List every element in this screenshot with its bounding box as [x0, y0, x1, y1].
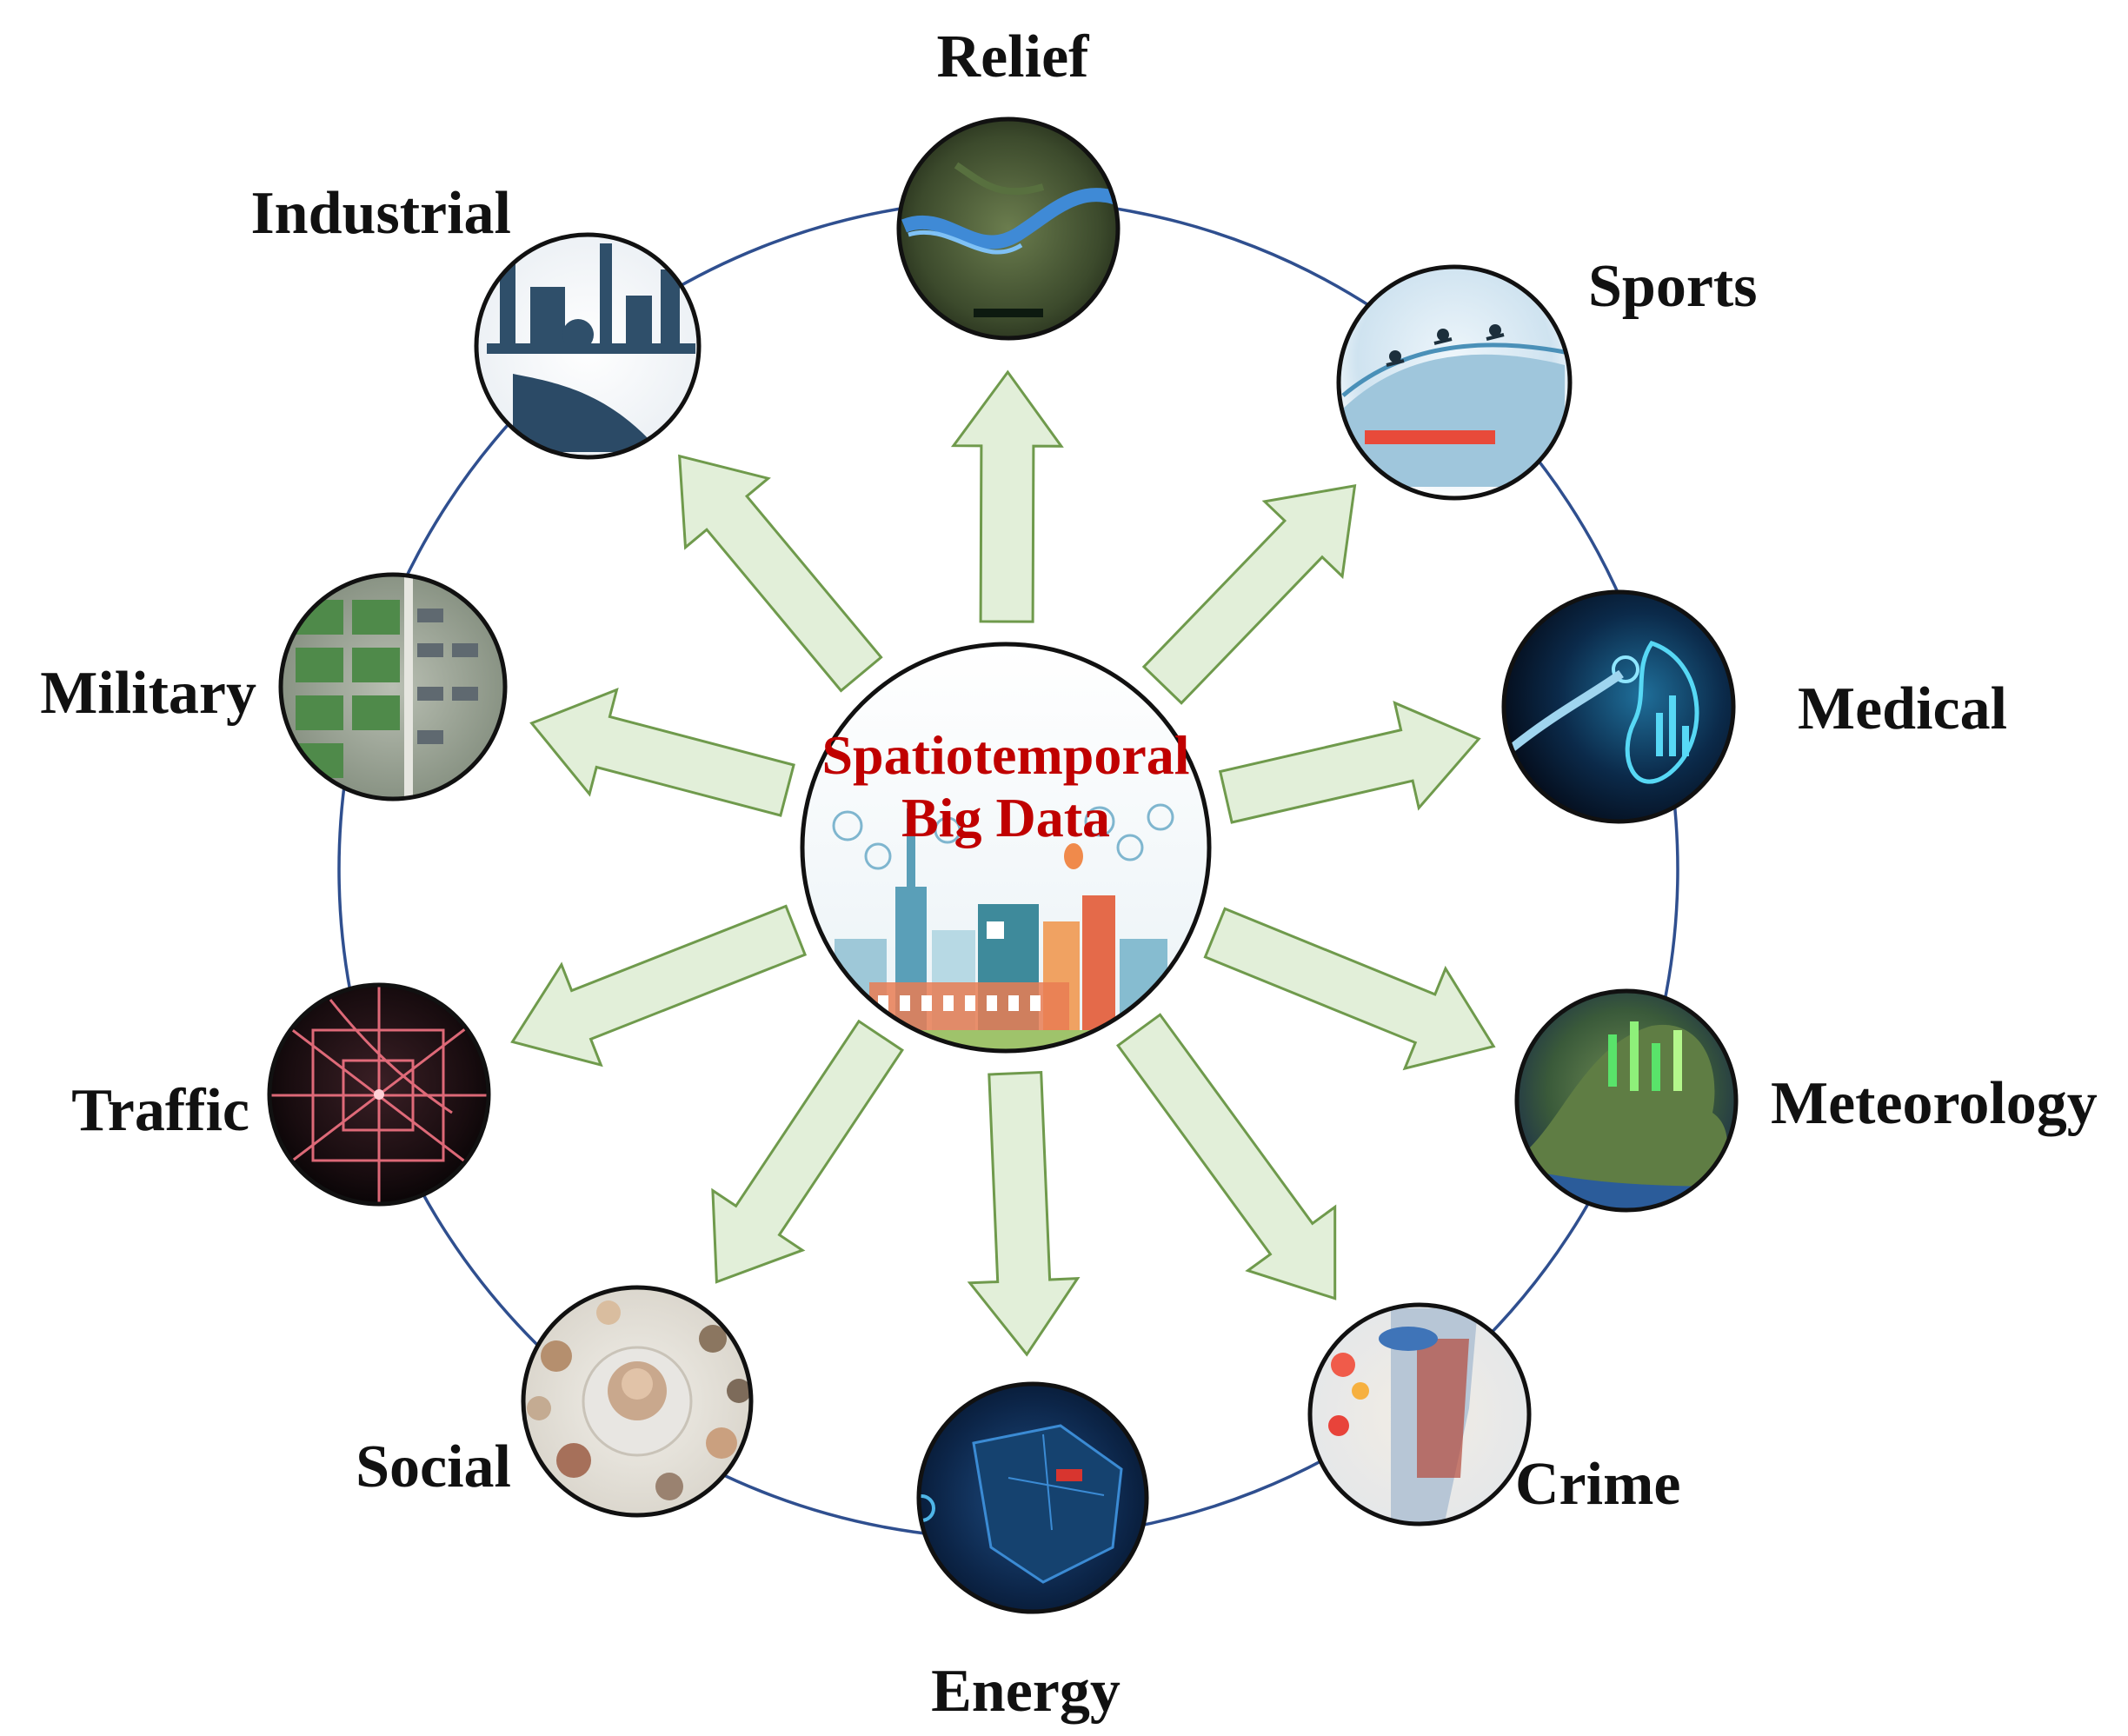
- node-meteorology[interactable]: [1514, 988, 1739, 1213]
- energy-dashboard-icon: [919, 1384, 1147, 1612]
- node-sports[interactable]: [1336, 264, 1573, 501]
- arrow-to-traffic: [510, 904, 808, 1068]
- medical-hologram-icon: [1504, 592, 1733, 821]
- label-sports: Sports: [1588, 253, 1757, 320]
- arrow-to-military: [529, 688, 795, 817]
- node-energy[interactable]: [909, 1378, 1149, 1614]
- label-industrial: Industrial: [250, 180, 511, 247]
- arrow-to-energy: [967, 1070, 1081, 1357]
- smart-city-icon: [802, 644, 1209, 1051]
- arrow-to-industrial: [678, 454, 883, 693]
- node-social[interactable]: [521, 1285, 754, 1518]
- ski-jump-icon: [1339, 267, 1570, 498]
- factory-icon: [476, 235, 699, 457]
- label-military: Military: [40, 660, 256, 727]
- center-title-line1: Spatiotemporal: [821, 724, 1189, 786]
- label-traffic: Traffic: [71, 1077, 249, 1144]
- node-traffic[interactable]: [267, 982, 491, 1207]
- node-crime[interactable]: [1304, 1302, 1532, 1530]
- label-energy: Energy: [931, 1658, 1121, 1725]
- arrow-to-sports: [1141, 483, 1357, 705]
- arrow-to-medical: [1218, 701, 1481, 824]
- label-meteorology: Meteorology: [1771, 1070, 2098, 1137]
- arrow-to-relief: [950, 369, 1064, 623]
- arrow-to-crime: [1116, 1013, 1337, 1300]
- river-satellite-icon: [899, 119, 1118, 338]
- arrow-to-meteorology: [1203, 907, 1496, 1071]
- center-title-line2: Big Data: [901, 787, 1110, 848]
- node-relief[interactable]: [896, 116, 1121, 341]
- crime-heatmap-icon: [1310, 1305, 1529, 1524]
- social-network-icon: [523, 1287, 751, 1515]
- label-relief: Relief: [937, 23, 1090, 90]
- arrow-to-social: [711, 1019, 904, 1284]
- label-social: Social: [356, 1433, 511, 1500]
- weather-terrain-icon: [1517, 991, 1736, 1210]
- center-hub[interactable]: Spatiotemporal Big Data: [800, 642, 1212, 1056]
- node-medical[interactable]: [1501, 589, 1736, 824]
- node-industrial[interactable]: [474, 232, 702, 460]
- label-crime: Crime: [1515, 1451, 1680, 1518]
- traffic-network-icon: [269, 985, 489, 1204]
- label-medical: Medical: [1798, 675, 2007, 742]
- arrow-group: [510, 369, 1496, 1357]
- node-military[interactable]: [278, 572, 508, 801]
